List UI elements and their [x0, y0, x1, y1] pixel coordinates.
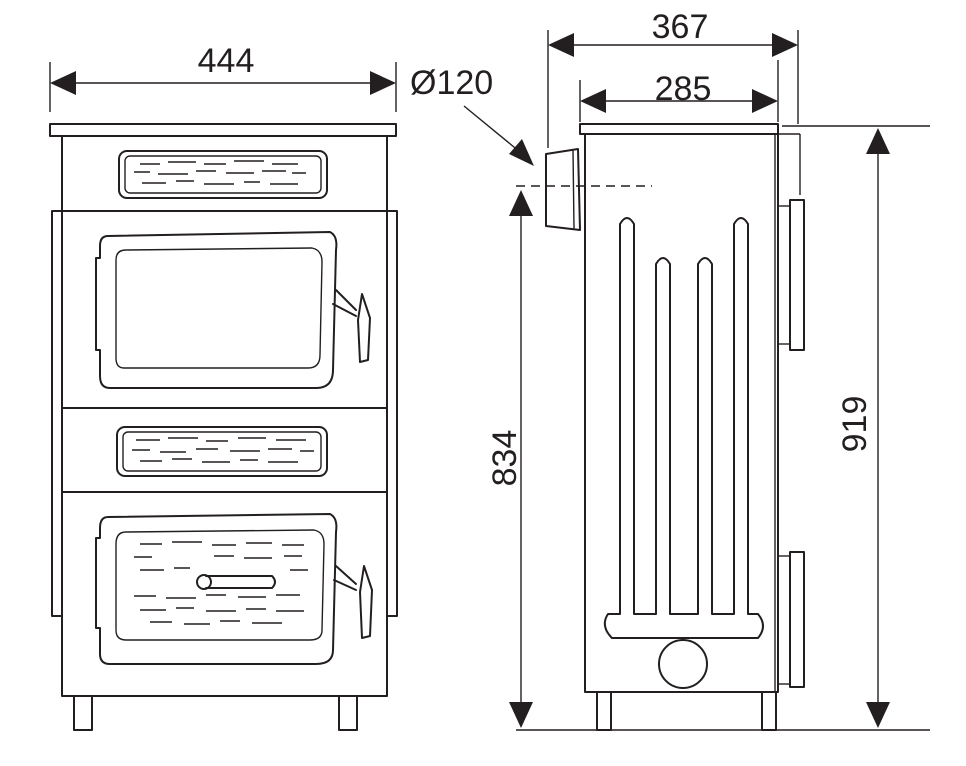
- side-depth-body-label: 285: [655, 70, 712, 108]
- front-body: [61, 135, 388, 697]
- side-upper-door-profile: [789, 199, 805, 351]
- upper-door-handle[interactable]: [332, 289, 371, 363]
- side-front-leg: [761, 691, 777, 731]
- side-cleanout-port: [658, 639, 708, 689]
- side-lower-door-profile: [789, 551, 805, 688]
- front-width-label: 444: [198, 42, 255, 80]
- front-width-dimension: 444: [49, 42, 397, 112]
- total-height-label: 919: [836, 396, 874, 453]
- total-height-dimension: 919: [836, 128, 890, 728]
- side-body: [584, 133, 779, 693]
- flue-height-label: 834: [486, 430, 524, 487]
- lower-ash-door: [95, 513, 338, 665]
- middle-vent-panel: [116, 426, 328, 477]
- lower-door-handle[interactable]: [333, 565, 373, 639]
- flue-diameter-callout: Ø120: [410, 64, 534, 166]
- upper-fire-door: [95, 231, 338, 389]
- front-right-leg: [338, 695, 358, 731]
- side-rear-leg: [596, 691, 612, 731]
- flue-height-dimension: 834: [486, 190, 533, 728]
- front-left-leg: [73, 695, 93, 731]
- front-left-flange: [51, 210, 63, 617]
- side-view: 367 285 834 919: [486, 8, 930, 731]
- side-depth-overall-dimension: 367: [547, 8, 799, 148]
- front-view: 444: [49, 42, 398, 731]
- side-depth-body-dimension: 285: [579, 60, 779, 122]
- flue-diameter-label: Ø120: [410, 64, 493, 102]
- front-top-plate: [49, 123, 397, 137]
- flue-pipe: [545, 148, 581, 231]
- front-right-flange: [386, 210, 398, 617]
- side-top-plate: [579, 123, 779, 135]
- heat-exchanger-fins: [603, 217, 764, 639]
- side-depth-overall-label: 367: [652, 8, 709, 46]
- top-vent-panel: [118, 150, 328, 199]
